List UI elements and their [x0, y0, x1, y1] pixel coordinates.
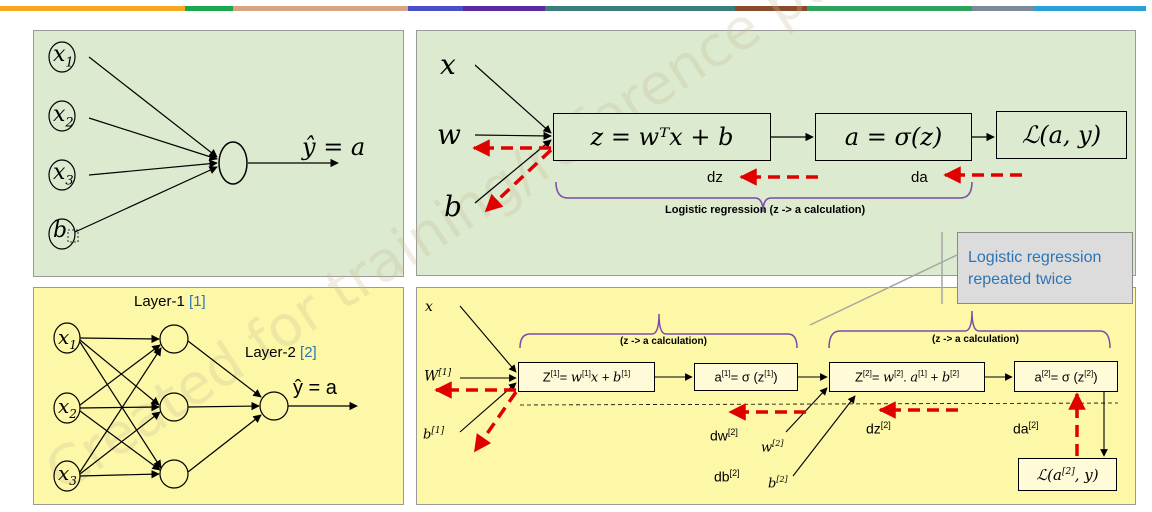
layer2-linear-box: Z[2]= w[2]. a[1] + b[2] — [829, 362, 985, 392]
output-node — [259, 391, 289, 421]
input-node-x3 — [48, 159, 76, 191]
bias-b-label: b — [444, 190, 462, 223]
layer-2-label: Layer-2 [2] — [245, 344, 317, 361]
bias-b-label: b — [53, 218, 68, 243]
edge-b2 — [792, 395, 856, 477]
color-bar-segment-7 — [735, 6, 807, 11]
edge-x — [459, 305, 517, 373]
hidden-node-1 — [159, 324, 189, 354]
dz-label: dz — [707, 169, 723, 186]
layer1-linear-box: Z[1]= w[1]x + b[1] — [518, 362, 655, 392]
neuron-node — [218, 141, 248, 185]
layer2-activation-box: a[2]= σ (z[2]) — [1014, 361, 1118, 392]
bias-b1-label: b[1] — [423, 426, 445, 443]
activation-step-box: a = σ(z) — [815, 113, 972, 161]
edge-w — [474, 131, 552, 141]
backprop-b — [484, 148, 553, 213]
panel-single-neuron — [33, 30, 404, 277]
input-x1-label: x1 — [53, 42, 74, 71]
panel4-graph — [434, 305, 1119, 477]
edge-b — [474, 139, 552, 204]
dw2-label: dw[2] — [710, 427, 738, 444]
da-label: da — [911, 169, 928, 186]
panel-two-layer-network — [33, 287, 404, 505]
panel-two-layer-computation — [416, 287, 1136, 505]
edge-b — [74, 166, 218, 233]
input-node-x1 — [48, 41, 76, 73]
edge-x3 — [88, 159, 218, 176]
edge-w2 — [785, 387, 828, 433]
input-x3-label: x3 — [53, 160, 74, 189]
output-yhat-label: ŷ = a — [293, 377, 337, 399]
loss-box: ℒ(a, y) — [996, 111, 1127, 159]
color-bar-segment-9 — [972, 6, 1034, 11]
layer1-activation-box: a[1]= σ (z[1]) — [694, 363, 798, 391]
hidden-node-3 — [159, 459, 189, 489]
panel3-network — [53, 322, 358, 492]
weight-w-label: w — [437, 118, 461, 151]
input-x-label: x — [425, 299, 433, 315]
input-x2-label: x2 — [58, 394, 77, 421]
color-bar-segment-5 — [463, 6, 545, 11]
backprop-b1 — [473, 391, 518, 453]
edge-x — [474, 64, 552, 134]
input-x3-label: x3 — [58, 461, 77, 488]
db2-label: db[2] — [714, 468, 740, 485]
edge-x2 — [88, 117, 218, 161]
panel1-network — [48, 41, 339, 250]
panel2-graph — [472, 64, 1022, 213]
dz2-label: dz[2] — [866, 420, 891, 437]
brace — [555, 181, 973, 213]
w2-label: w[2] — [761, 439, 784, 456]
brace-1 — [519, 313, 798, 349]
color-bar-segment-3 — [233, 6, 408, 11]
color-bar-segment-4 — [408, 6, 463, 11]
input-x1-label: x1 — [58, 325, 77, 352]
color-bar-segment-8 — [807, 6, 972, 11]
color-bar-segment-2 — [185, 6, 233, 11]
output-yhat-label: ŷ = a — [302, 133, 366, 161]
hidden-node-2 — [159, 392, 189, 422]
brace-2 — [828, 310, 1111, 349]
input-node-x1 — [53, 322, 81, 354]
edge-x1 — [88, 56, 218, 158]
input-node-x3 — [53, 460, 81, 492]
color-bar-segment-6 — [545, 6, 735, 11]
layer-1-label: Layer-1 [1] — [134, 293, 206, 310]
input-node-x2 — [53, 392, 81, 424]
da2-label: da[2] — [1013, 420, 1039, 437]
callout-note: Logistic regression repeated twice — [957, 232, 1133, 304]
input-node-b — [48, 218, 76, 250]
loss-box: ℒ(a[2], y) — [1018, 458, 1117, 491]
b2-label: b[2] — [768, 475, 788, 492]
brace1-label: (z -> a calculation) — [620, 336, 707, 347]
linear-step-box: z = wᵀx + b — [553, 113, 771, 161]
color-bar-segment-1 — [0, 6, 185, 11]
brace-label: Logistic regression (z -> a calculation) — [665, 204, 866, 216]
input-x-label: x — [440, 48, 456, 81]
input-x2-label: x2 — [53, 102, 74, 131]
input-node-x2 — [48, 100, 76, 132]
dotted-marker — [67, 229, 79, 243]
dashed-separator — [519, 402, 1119, 406]
color-bar-segment-10 — [1034, 6, 1146, 11]
brace2-label: (z -> a calculation) — [932, 334, 1019, 345]
weight-w1-label: W[1] — [424, 368, 452, 385]
callout-connectors — [809, 232, 958, 326]
